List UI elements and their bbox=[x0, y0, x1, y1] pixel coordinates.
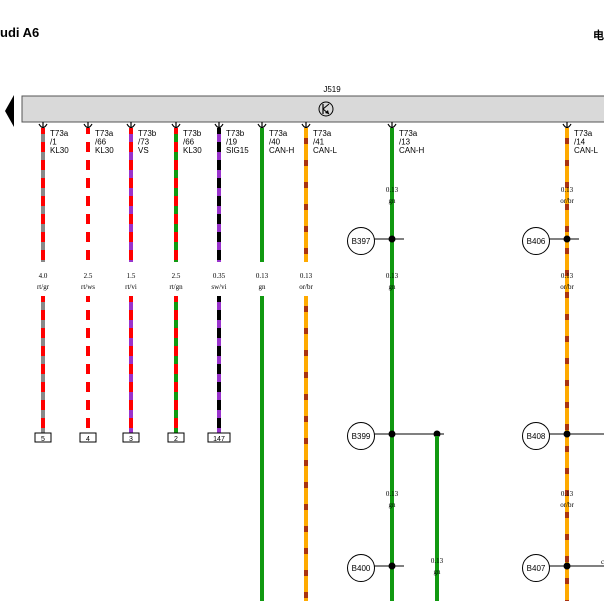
wire-size-w2: 2.5 bbox=[84, 272, 93, 280]
node-label-B399: B399 bbox=[352, 432, 371, 441]
pin-label-w2: /66 bbox=[95, 138, 107, 147]
page-title-right: 电 bbox=[593, 30, 604, 42]
node-dot-B400 bbox=[388, 562, 396, 570]
mid-size-w8: 0.13 bbox=[386, 272, 399, 280]
pin-label-w6: /40 bbox=[269, 138, 281, 147]
pin-label-w6: T73a bbox=[269, 129, 288, 138]
node-circle-B407 bbox=[522, 554, 550, 582]
pin-label-w2: T73a bbox=[95, 129, 114, 138]
terminal-box bbox=[167, 432, 185, 443]
pin-label-w5: SIG15 bbox=[226, 146, 249, 155]
node-circle-B399 bbox=[347, 422, 375, 450]
pin-label-w1: KL30 bbox=[50, 146, 69, 155]
mid-color-w8: gn bbox=[389, 283, 397, 291]
node-dot-B408 bbox=[563, 430, 571, 438]
pin-label-w7: CAN-L bbox=[313, 146, 338, 155]
pin-label-w2: KL30 bbox=[95, 146, 114, 155]
node-circle-B406 bbox=[522, 227, 550, 255]
node-label-B400: B400 bbox=[352, 564, 371, 573]
terminal-label: 147 bbox=[213, 436, 225, 443]
pin-label-w7: T73a bbox=[313, 129, 332, 138]
edge-fragment: c bbox=[601, 558, 604, 566]
pin-label-w6: CAN-H bbox=[269, 146, 295, 155]
pin-label-w5: T73b bbox=[226, 129, 245, 138]
wire-size-w6: 0.13 bbox=[256, 272, 269, 280]
node-label-B407: B407 bbox=[527, 564, 546, 573]
node-label-B408: B408 bbox=[527, 432, 546, 441]
transistor-icon bbox=[318, 101, 334, 117]
terminal-label: 3 bbox=[129, 436, 133, 443]
node-dot-B397 bbox=[388, 235, 396, 243]
pin-label-w4: T73b bbox=[183, 129, 202, 138]
wire-color-w5: sw/vi bbox=[211, 283, 226, 291]
lower-color-w9: or/br bbox=[560, 501, 574, 509]
wire-size-w7: 0.13 bbox=[300, 272, 313, 280]
wire-color-w7: or/br bbox=[299, 283, 313, 291]
node-label-B406: B406 bbox=[527, 237, 546, 246]
branch-color: gn bbox=[434, 568, 442, 576]
component-bar bbox=[21, 95, 604, 123]
page-title: udi A6 bbox=[0, 25, 40, 40]
pin-label-w9: /14 bbox=[574, 138, 586, 147]
mid-size-w9: 0.13 bbox=[561, 272, 574, 280]
terminal-box bbox=[122, 432, 140, 443]
pin-label-w9: T73a bbox=[574, 129, 593, 138]
terminal-box bbox=[34, 432, 52, 443]
wire-size-w5: 0.35 bbox=[213, 272, 226, 280]
wire-size-w4: 2.5 bbox=[172, 272, 181, 280]
pin-label-w4: KL30 bbox=[183, 146, 202, 155]
node-circle-B400 bbox=[347, 554, 375, 582]
pin-label-w5: /19 bbox=[226, 138, 238, 147]
wire-color-w3: rt/vi bbox=[125, 283, 137, 291]
branch-size: 0.13 bbox=[431, 557, 444, 565]
pin-label-w1: T73a bbox=[50, 129, 69, 138]
terminal-label: 2 bbox=[174, 436, 178, 443]
node-dot-B399 bbox=[388, 430, 396, 438]
pin-label-w7: /41 bbox=[313, 138, 325, 147]
wire-color-w6: gn bbox=[259, 283, 267, 291]
lower-size-w8: 0.13 bbox=[386, 490, 399, 498]
pin-label-w4: /66 bbox=[183, 138, 195, 147]
lower-color-w8: gn bbox=[389, 501, 397, 509]
wire-color-w1: rt/gr bbox=[37, 283, 50, 291]
node-label-B397: B397 bbox=[352, 237, 371, 246]
upper-size-w8: 0.13 bbox=[386, 186, 399, 194]
terminal-box bbox=[79, 432, 97, 443]
left-arrow-icon bbox=[5, 95, 14, 127]
node-circle-B397 bbox=[347, 227, 375, 255]
node-circle-B408 bbox=[522, 422, 550, 450]
node-dot-B406 bbox=[563, 235, 571, 243]
wire-color-w2: rt/ws bbox=[81, 283, 95, 291]
junction-dot bbox=[433, 430, 441, 438]
wire-size-w1: 4.0 bbox=[39, 272, 48, 280]
pin-label-w8: T73a bbox=[399, 129, 418, 138]
pin-label-w3: /73 bbox=[138, 138, 150, 147]
mid-color-w9: or/br bbox=[560, 283, 574, 291]
pin-label-w8: CAN-H bbox=[399, 146, 425, 155]
node-dot-B407 bbox=[563, 562, 571, 570]
upper-color-w9: or/br bbox=[560, 197, 574, 205]
component-label: J519 bbox=[323, 85, 341, 94]
wire-size-w3: 1.5 bbox=[127, 272, 136, 280]
terminal-label: 5 bbox=[41, 436, 45, 443]
pin-label-w3: VS bbox=[138, 146, 149, 155]
pin-label-w9: CAN-L bbox=[574, 146, 599, 155]
terminal-label: 4 bbox=[86, 436, 90, 443]
pin-label-w3: T73b bbox=[138, 129, 157, 138]
upper-size-w9: 0.13 bbox=[561, 186, 574, 194]
terminal-box bbox=[207, 432, 231, 443]
upper-color-w8: gn bbox=[389, 197, 397, 205]
pin-label-w8: /13 bbox=[399, 138, 411, 147]
lower-size-w9: 0.13 bbox=[561, 490, 574, 498]
pin-label-w1: /1 bbox=[50, 138, 57, 147]
wire-color-w4: rt/gn bbox=[169, 283, 183, 291]
